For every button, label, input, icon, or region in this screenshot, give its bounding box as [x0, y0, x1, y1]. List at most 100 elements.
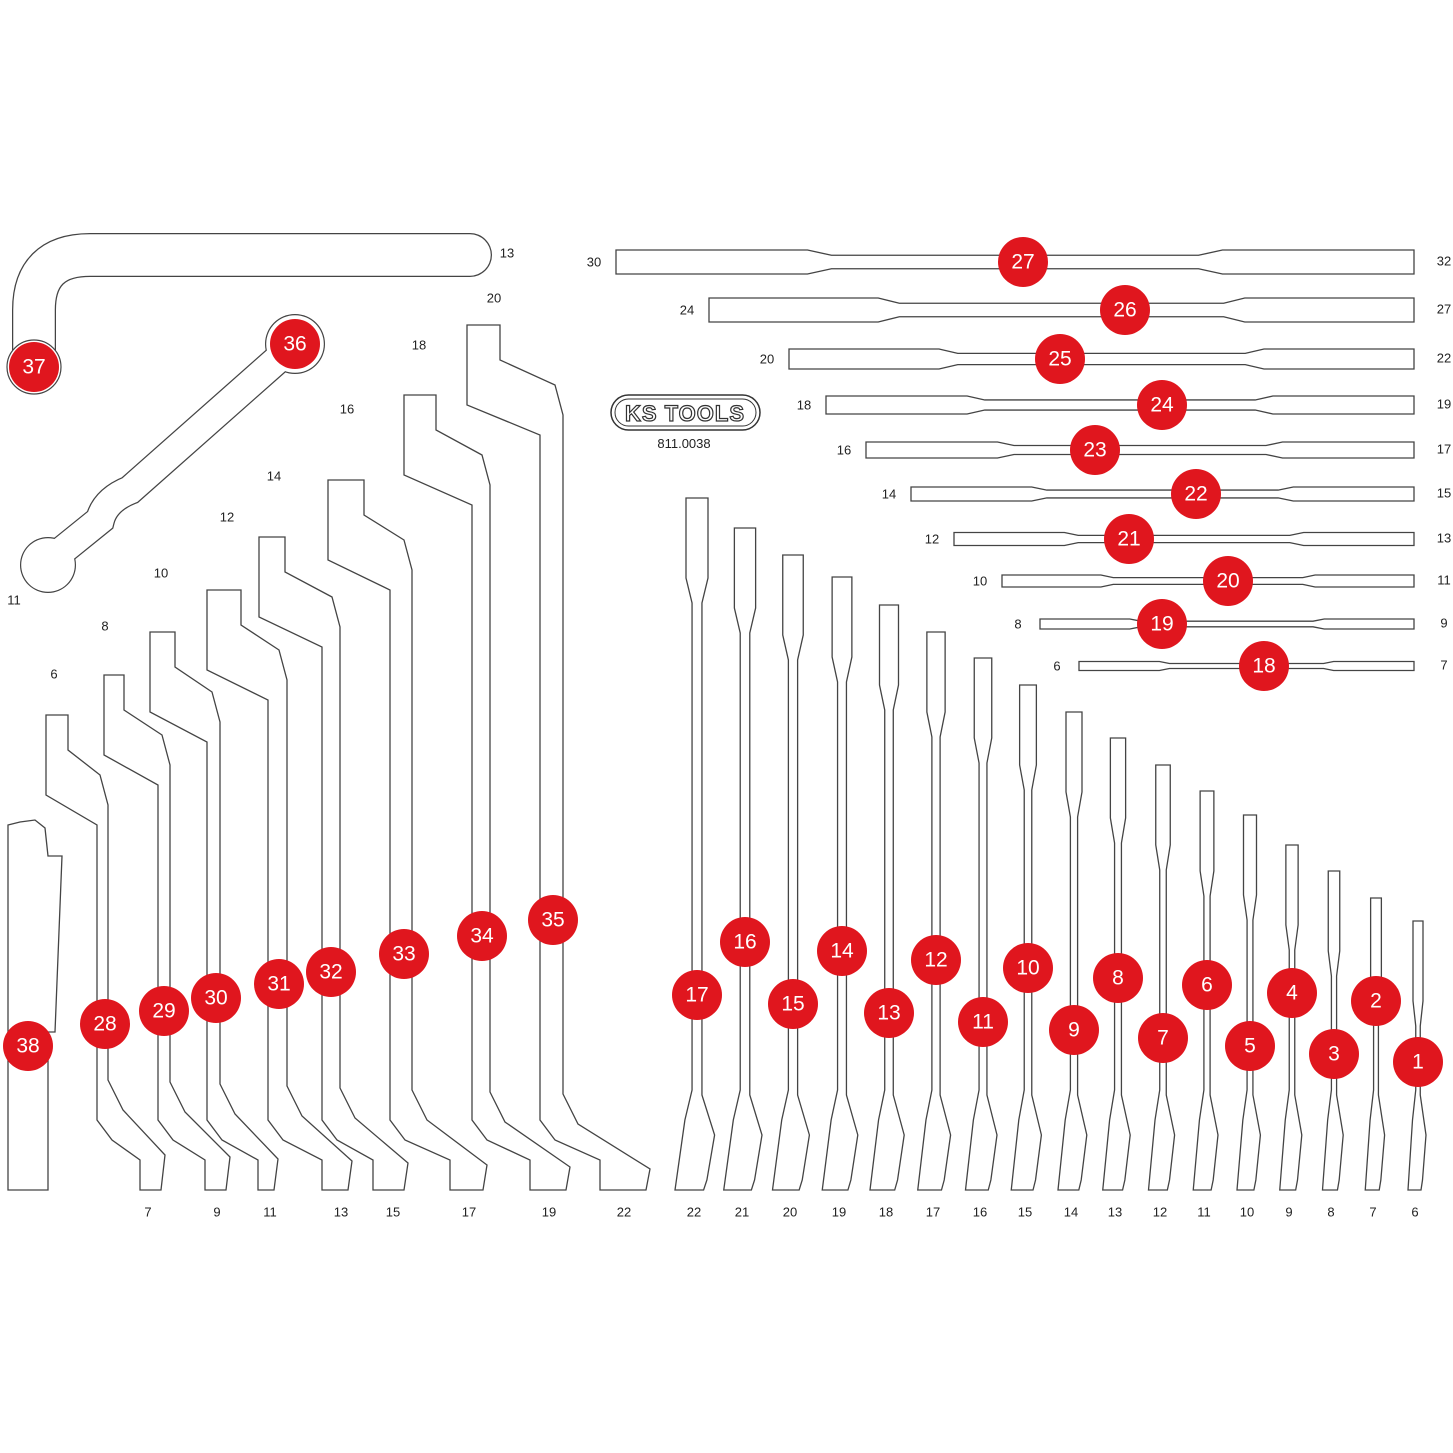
badge-11[interactable]: 11: [958, 997, 1008, 1047]
badge-14[interactable]: 14: [817, 926, 867, 976]
badge-27[interactable]: 27: [998, 237, 1048, 287]
ratchet-wrench-12x13: [953, 531, 1415, 547]
offset-wrench-size-label: 11: [7, 592, 21, 607]
ks-tools-logo: KS TOOLS 811.0038: [610, 394, 761, 451]
size-label-left: 30: [587, 254, 601, 269]
badge-34[interactable]: 34: [457, 911, 507, 961]
size-label-bottom: 17: [462, 1204, 476, 1219]
svg-text:29: 29: [152, 1000, 175, 1023]
svg-text:38: 38: [16, 1035, 39, 1058]
svg-text:14: 14: [830, 940, 854, 963]
size-label: 18: [879, 1204, 893, 1219]
size-label-bottom: 19: [542, 1204, 556, 1219]
svg-text:18: 18: [1252, 655, 1275, 678]
article-number: 811.0038: [657, 436, 710, 451]
size-label-left: 8: [1014, 616, 1021, 631]
size-label-top: 14: [267, 468, 281, 483]
badge-22[interactable]: 22: [1171, 469, 1221, 519]
badge-18[interactable]: 18: [1239, 641, 1289, 691]
badge-24[interactable]: 24: [1137, 380, 1187, 430]
size-label-top: 6: [50, 666, 57, 681]
badge-15[interactable]: 15: [768, 979, 818, 1029]
badge-8[interactable]: 8: [1093, 953, 1143, 1003]
size-label-right: 15: [1437, 485, 1451, 500]
badge-10[interactable]: 10: [1003, 943, 1053, 993]
badge-17[interactable]: 17: [672, 970, 722, 1020]
size-label-left: 6: [1053, 658, 1060, 673]
combination-wrench-22: [674, 497, 716, 1191]
svg-text:4: 4: [1286, 982, 1298, 1005]
offset-ring-wrench-10x11: [149, 631, 279, 1191]
svg-text:15: 15: [781, 993, 804, 1016]
badge-19[interactable]: 19: [1137, 599, 1187, 649]
svg-text:30: 30: [204, 987, 227, 1010]
badge-9[interactable]: 9: [1049, 1005, 1099, 1055]
badge-3[interactable]: 3: [1309, 1029, 1359, 1079]
svg-text:22: 22: [1184, 483, 1207, 506]
size-label-left: 18: [797, 397, 811, 412]
offset-ring-wrench-20x22: [466, 324, 651, 1191]
size-label: 8: [1327, 1204, 1334, 1219]
offset-ring-wrench-6x7: [45, 714, 166, 1191]
svg-text:6: 6: [1201, 974, 1213, 997]
badge-36[interactable]: 36: [270, 319, 320, 369]
badge-31[interactable]: 31: [254, 959, 304, 1009]
size-label: 20: [783, 1204, 797, 1219]
size-label: 21: [735, 1204, 749, 1219]
badge-30[interactable]: 30: [191, 973, 241, 1023]
offset-ring-wrench-16x17: [327, 479, 488, 1191]
badge-38[interactable]: 38: [3, 1021, 53, 1071]
badge-28[interactable]: 28: [80, 999, 130, 1049]
badge-35[interactable]: 35: [528, 895, 578, 945]
badge-4[interactable]: 4: [1267, 968, 1317, 1018]
size-label-right: 13: [1437, 530, 1451, 545]
badge-16[interactable]: 16: [720, 917, 770, 967]
badge-32[interactable]: 32: [306, 947, 356, 997]
badge-5[interactable]: 5: [1225, 1021, 1275, 1071]
size-label-top: 10: [154, 565, 168, 580]
svg-text:23: 23: [1083, 439, 1106, 462]
size-label: 6: [1411, 1204, 1418, 1219]
badge-33[interactable]: 33: [379, 929, 429, 979]
ratchet-wrench-16x17: [865, 441, 1415, 459]
svg-text:17: 17: [685, 984, 708, 1007]
badge-25[interactable]: 25: [1035, 334, 1085, 384]
svg-text:2: 2: [1370, 990, 1382, 1013]
size-label-bottom: 7: [144, 1204, 151, 1219]
svg-text:24: 24: [1150, 394, 1174, 417]
svg-text:20: 20: [1216, 570, 1239, 593]
size-label-left: 12: [925, 531, 939, 546]
badge-1[interactable]: 1: [1393, 1037, 1443, 1087]
badge-21[interactable]: 21: [1104, 514, 1154, 564]
svg-text:33: 33: [392, 943, 415, 966]
svg-text:5: 5: [1244, 1035, 1256, 1058]
svg-text:26: 26: [1113, 299, 1136, 322]
badge-29[interactable]: 29: [139, 986, 189, 1036]
badge-37[interactable]: 37: [6, 339, 62, 395]
badge-23[interactable]: 23: [1070, 425, 1120, 475]
badge-20[interactable]: 20: [1203, 556, 1253, 606]
offset-ring-wrench-12x13: [206, 589, 353, 1191]
svg-text:31: 31: [267, 973, 290, 996]
size-label-right: 32: [1437, 253, 1451, 268]
badge-6[interactable]: 6: [1182, 960, 1232, 1010]
badge-13[interactable]: 13: [864, 988, 914, 1038]
size-label-bottom: 22: [617, 1204, 631, 1219]
offset-ring-wrench-14x15: [258, 536, 409, 1191]
size-label-right: 7: [1440, 657, 1447, 672]
ratchet-wrench-18x19: [825, 395, 1415, 415]
size-label-right: 17: [1437, 441, 1451, 456]
svg-text:27: 27: [1011, 251, 1034, 274]
badge-7[interactable]: 7: [1138, 1013, 1188, 1063]
badge-26[interactable]: 26: [1100, 285, 1150, 335]
offset-ring-wrench-18x19: [403, 394, 571, 1191]
ratchet-wrench-14x15: [910, 486, 1415, 502]
size-label: 9: [1285, 1204, 1292, 1219]
offset-ring-wrench-8x9: [103, 674, 231, 1191]
badge-2[interactable]: 2: [1351, 976, 1401, 1026]
combination-wrench-19: [821, 576, 859, 1191]
svg-text:34: 34: [470, 925, 494, 948]
badge-12[interactable]: 12: [911, 935, 961, 985]
svg-text:7: 7: [1157, 1027, 1169, 1050]
